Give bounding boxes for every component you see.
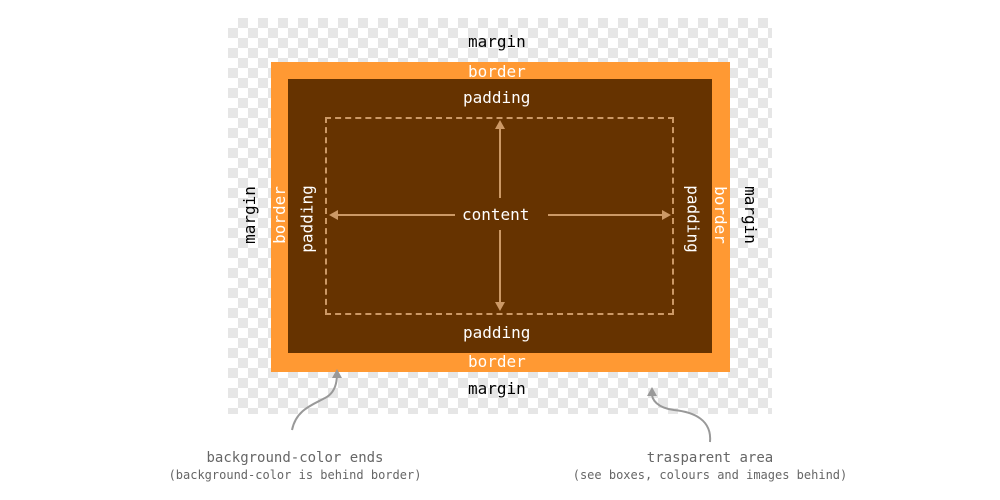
caption-left-note: (background-color is behind border) [168,468,422,482]
caption-background-color: background-color ends (background-color … [130,449,460,483]
margin-bottom-label: margin [468,379,526,398]
padding-top-label: padding [463,88,531,107]
padding-left-label: padding [297,185,317,253]
caption-right-title: trasparent area [646,450,774,466]
border-top-label: border [468,62,526,81]
border-left-label: border [269,186,289,244]
content-label: content [462,205,530,224]
caption-transparent-area: trasparent area (see boxes, colours and … [550,449,870,483]
padding-bottom-label: padding [463,323,531,342]
curved-pointer-arrow-icon [291,373,338,431]
border-right-label: border [710,186,730,244]
content-area [325,117,674,315]
border-bottom-label: border [468,352,526,371]
caption-right-note: (see boxes, colours and images behind) [572,468,848,482]
curved-pointer-arrow-icon [650,391,712,443]
margin-left-label: margin [239,186,259,244]
caption-left-title: background-color ends [206,450,384,466]
padding-right-label: padding [683,185,703,253]
margin-top-label: margin [468,32,526,51]
margin-right-label: margin [740,186,760,244]
